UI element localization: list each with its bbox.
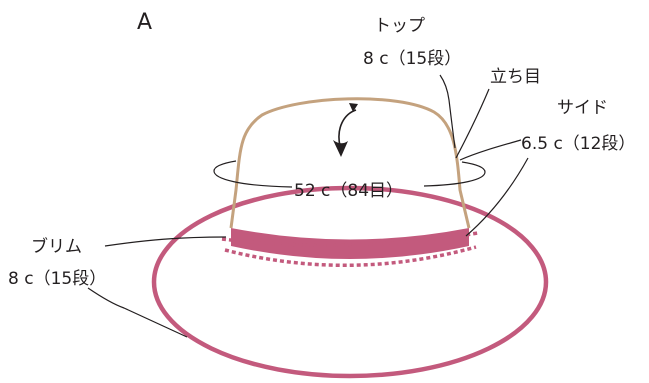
brim-name: ブリム (31, 236, 82, 257)
leader-side (459, 139, 522, 161)
dotted-line-bottom (224, 245, 477, 268)
leader-side-band (465, 157, 529, 237)
leader-standing (455, 88, 490, 159)
top-measure: 8 c（15段） (363, 49, 461, 69)
brim-outline (151, 185, 549, 379)
leader-brim (104, 236, 227, 247)
dotted-line-top (221, 231, 479, 247)
circumference-measure: 52 c（84目） (294, 181, 403, 201)
leader-brim-outline (87, 287, 188, 338)
hat-crown (229, 97, 471, 229)
leader-top (439, 74, 456, 149)
circumference-ellipse-left (213, 160, 293, 188)
spiral-arrow-line (338, 109, 357, 147)
standing-name: 立ち目 (490, 67, 541, 87)
circumference-ellipse-right (423, 161, 486, 187)
top-name: トップ (374, 16, 425, 36)
brim-measure: 8 c（15段） (8, 269, 106, 289)
side-measure: 6.5 c（12段） (521, 134, 635, 154)
spiral-arrow-head-icon (333, 140, 348, 157)
spiral-arrow-tip-icon (349, 103, 358, 112)
side-name: サイド (557, 98, 608, 118)
figure-label: A (137, 10, 152, 35)
